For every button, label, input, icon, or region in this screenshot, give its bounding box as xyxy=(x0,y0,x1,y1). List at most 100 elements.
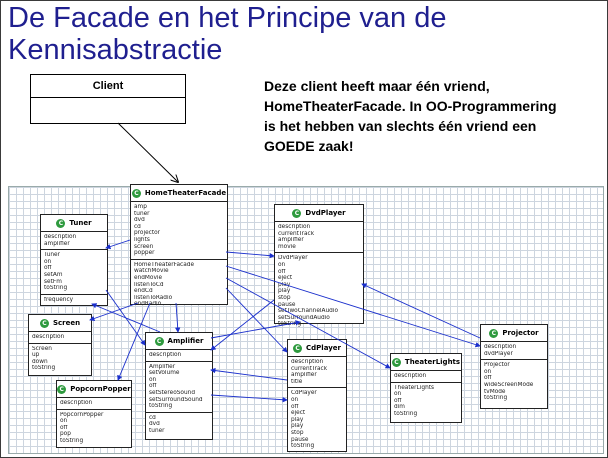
class-member: Amplifier xyxy=(149,363,176,370)
class-member: toString xyxy=(291,443,315,450)
client-box: Client xyxy=(30,74,186,124)
amplifier-to-dvd-link xyxy=(210,320,301,339)
class-member: toString xyxy=(32,365,56,372)
class-member: stop xyxy=(278,294,291,301)
class-member: setStereoSound xyxy=(149,389,196,396)
class-icon: C xyxy=(489,328,499,338)
class-member: currentTrack xyxy=(278,230,315,237)
class-member: cd xyxy=(149,414,156,421)
class-member: off xyxy=(60,424,68,431)
class-member: currentTrack xyxy=(291,365,328,372)
projector-to-dvd-link xyxy=(361,283,481,339)
class-member: endCd xyxy=(134,288,153,295)
class-member: amplifier xyxy=(44,240,70,247)
class-member: endMovie xyxy=(134,274,163,281)
client-label: Client xyxy=(31,75,185,98)
class-name: PopcornPopper xyxy=(70,385,131,393)
class-member: on xyxy=(484,368,492,375)
class-name: DvdPlayer xyxy=(305,209,346,217)
class-member: HomeTheaterFacade xyxy=(134,261,195,268)
class-member: dvdPlayer xyxy=(484,350,513,357)
facade-to-projector-link xyxy=(225,265,481,348)
class-member: pop xyxy=(60,431,71,438)
class-member: pause xyxy=(278,301,296,308)
class-member: amplifier xyxy=(291,372,317,379)
class-member: description xyxy=(484,344,517,350)
class-member: off xyxy=(149,383,157,390)
class-member: cd xyxy=(134,223,141,230)
class-member: PopcornPopper xyxy=(60,411,104,418)
class-member: title xyxy=(291,378,303,385)
class-member: on xyxy=(278,261,286,268)
class-member: off xyxy=(291,403,299,410)
class-member: description xyxy=(60,400,93,406)
class-name: TheaterLights xyxy=(404,358,461,366)
class-member: pause xyxy=(291,436,309,443)
facade-to-lights-link xyxy=(225,277,391,369)
class-member: Tuner xyxy=(44,252,60,259)
class-member: listenToRadio xyxy=(134,294,173,301)
class-icon: C xyxy=(56,218,66,228)
class-member: endRadio xyxy=(134,301,162,308)
class-member: off xyxy=(278,268,286,275)
class-icon: C xyxy=(292,208,302,218)
class-member: tuner xyxy=(134,210,150,217)
class-icon: C xyxy=(57,384,67,394)
class-member: stop xyxy=(291,429,304,436)
class-member: setAm xyxy=(44,271,63,278)
class-icon: C xyxy=(131,188,141,198)
class-member: on xyxy=(149,376,157,383)
class-member: on xyxy=(394,391,402,398)
callout-text: Deze client heeft maar één vriend, HomeT… xyxy=(264,78,557,154)
class-member: on xyxy=(60,418,68,425)
class-member: TheaterLights xyxy=(394,384,435,391)
class-member: off xyxy=(484,375,492,382)
facade-to-dvd-link xyxy=(225,251,275,259)
class-name: HomeTheaterFacade xyxy=(144,189,227,197)
class-member: dvd xyxy=(134,217,145,224)
class-member: setSurroundSound xyxy=(149,396,203,403)
cd-to-amplifier-link xyxy=(210,367,288,381)
class-member: description xyxy=(32,334,65,340)
class-member: listenToCd xyxy=(134,281,164,288)
class-member: Screen xyxy=(32,345,52,352)
class-member: on xyxy=(291,396,299,403)
client-to-facade-arrow xyxy=(117,122,178,182)
class-member: toString xyxy=(44,285,68,292)
class-attributes-section: description xyxy=(391,371,461,383)
class-member: setVolume xyxy=(149,370,180,377)
class-extra-section: frequency xyxy=(41,295,107,306)
class-member: toString xyxy=(149,403,173,410)
class-attributes-section: description xyxy=(57,398,131,410)
class-member: play xyxy=(278,288,291,295)
class-member: frequency xyxy=(44,296,74,303)
class-member: toString xyxy=(484,395,508,402)
class-member: dim xyxy=(394,404,405,411)
slide-title: De Facade en het Principe van de Kennisa… xyxy=(8,2,447,66)
facade-to-amplifier-link xyxy=(174,302,181,333)
class-member: toString xyxy=(60,437,84,444)
class-member: description xyxy=(394,373,427,379)
class-member: play xyxy=(291,423,304,430)
class-icon: C xyxy=(391,357,401,367)
class-attributes-section: description xyxy=(146,350,212,362)
